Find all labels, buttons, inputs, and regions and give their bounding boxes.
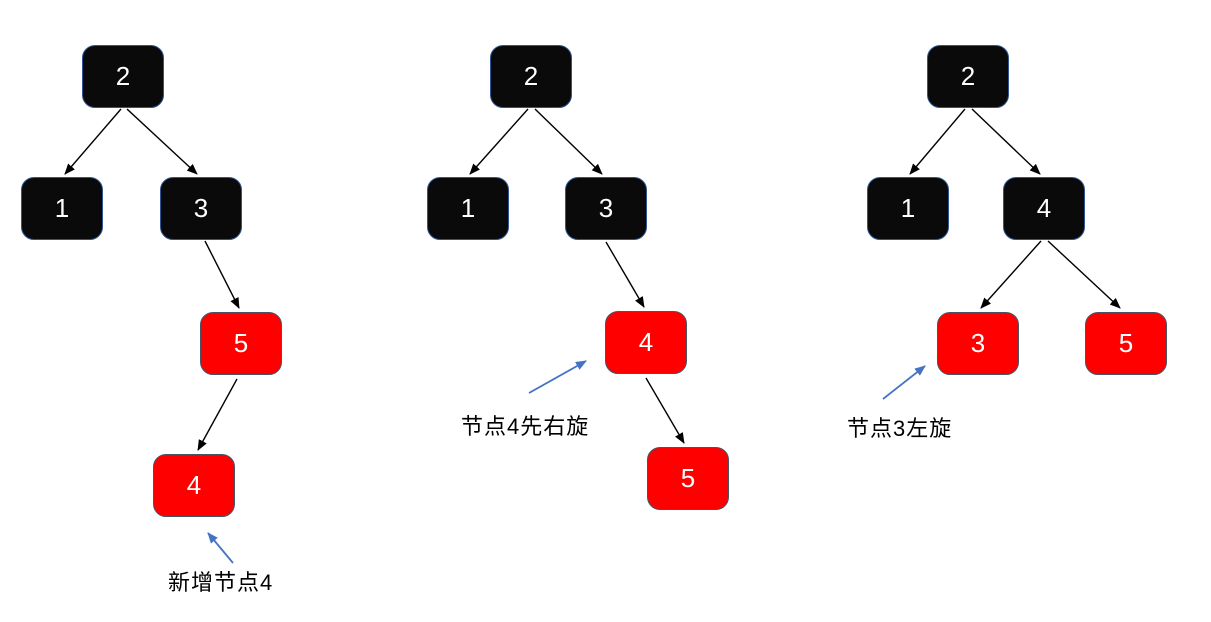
t1-edge-2-1 [64, 108, 122, 175]
t3-node-3: 3 [937, 312, 1019, 375]
t2-edge-4-5 [645, 377, 685, 444]
t3-edge-2-4 [971, 108, 1041, 175]
t1-node-4: 4 [153, 454, 235, 517]
t2-node-4: 4 [605, 311, 687, 374]
t2-edge-2-3 [534, 108, 603, 175]
t3-edge-2-1 [909, 108, 966, 175]
t2-node-3: 3 [565, 177, 647, 240]
t2-edge-3-4 [605, 241, 645, 308]
t1-annotation-label: 新增节点4 [168, 570, 274, 595]
t3-edge-4-3 [980, 240, 1042, 309]
t1-node-3: 3 [160, 177, 242, 240]
t1-edge-2-3 [126, 108, 198, 175]
t2-node-1: 1 [427, 177, 509, 240]
t3-annotation-label: 节点3左旋 [847, 416, 953, 441]
t2-node-5: 5 [647, 447, 729, 510]
t3-node-4: 4 [1003, 177, 1085, 240]
t1-annotation-arrow [207, 532, 234, 564]
t3-edge-4-5 [1047, 240, 1121, 309]
t2-edge-2-1 [469, 108, 529, 175]
t2-node-2: 2 [490, 45, 572, 108]
t1-edge-5-4 [197, 378, 238, 451]
t1-node-5: 5 [200, 312, 282, 375]
t1-node-2: 2 [82, 45, 164, 108]
t3-node-2: 2 [927, 45, 1009, 108]
t2-annotation-arrow [528, 360, 587, 394]
t3-node-1: 1 [867, 177, 949, 240]
t3-annotation-arrow [882, 365, 926, 400]
t1-edge-3-5 [204, 240, 240, 309]
t1-node-1: 1 [21, 177, 103, 240]
t2-annotation-label: 节点4先右旋 [461, 414, 590, 439]
t3-node-5: 5 [1085, 312, 1167, 375]
